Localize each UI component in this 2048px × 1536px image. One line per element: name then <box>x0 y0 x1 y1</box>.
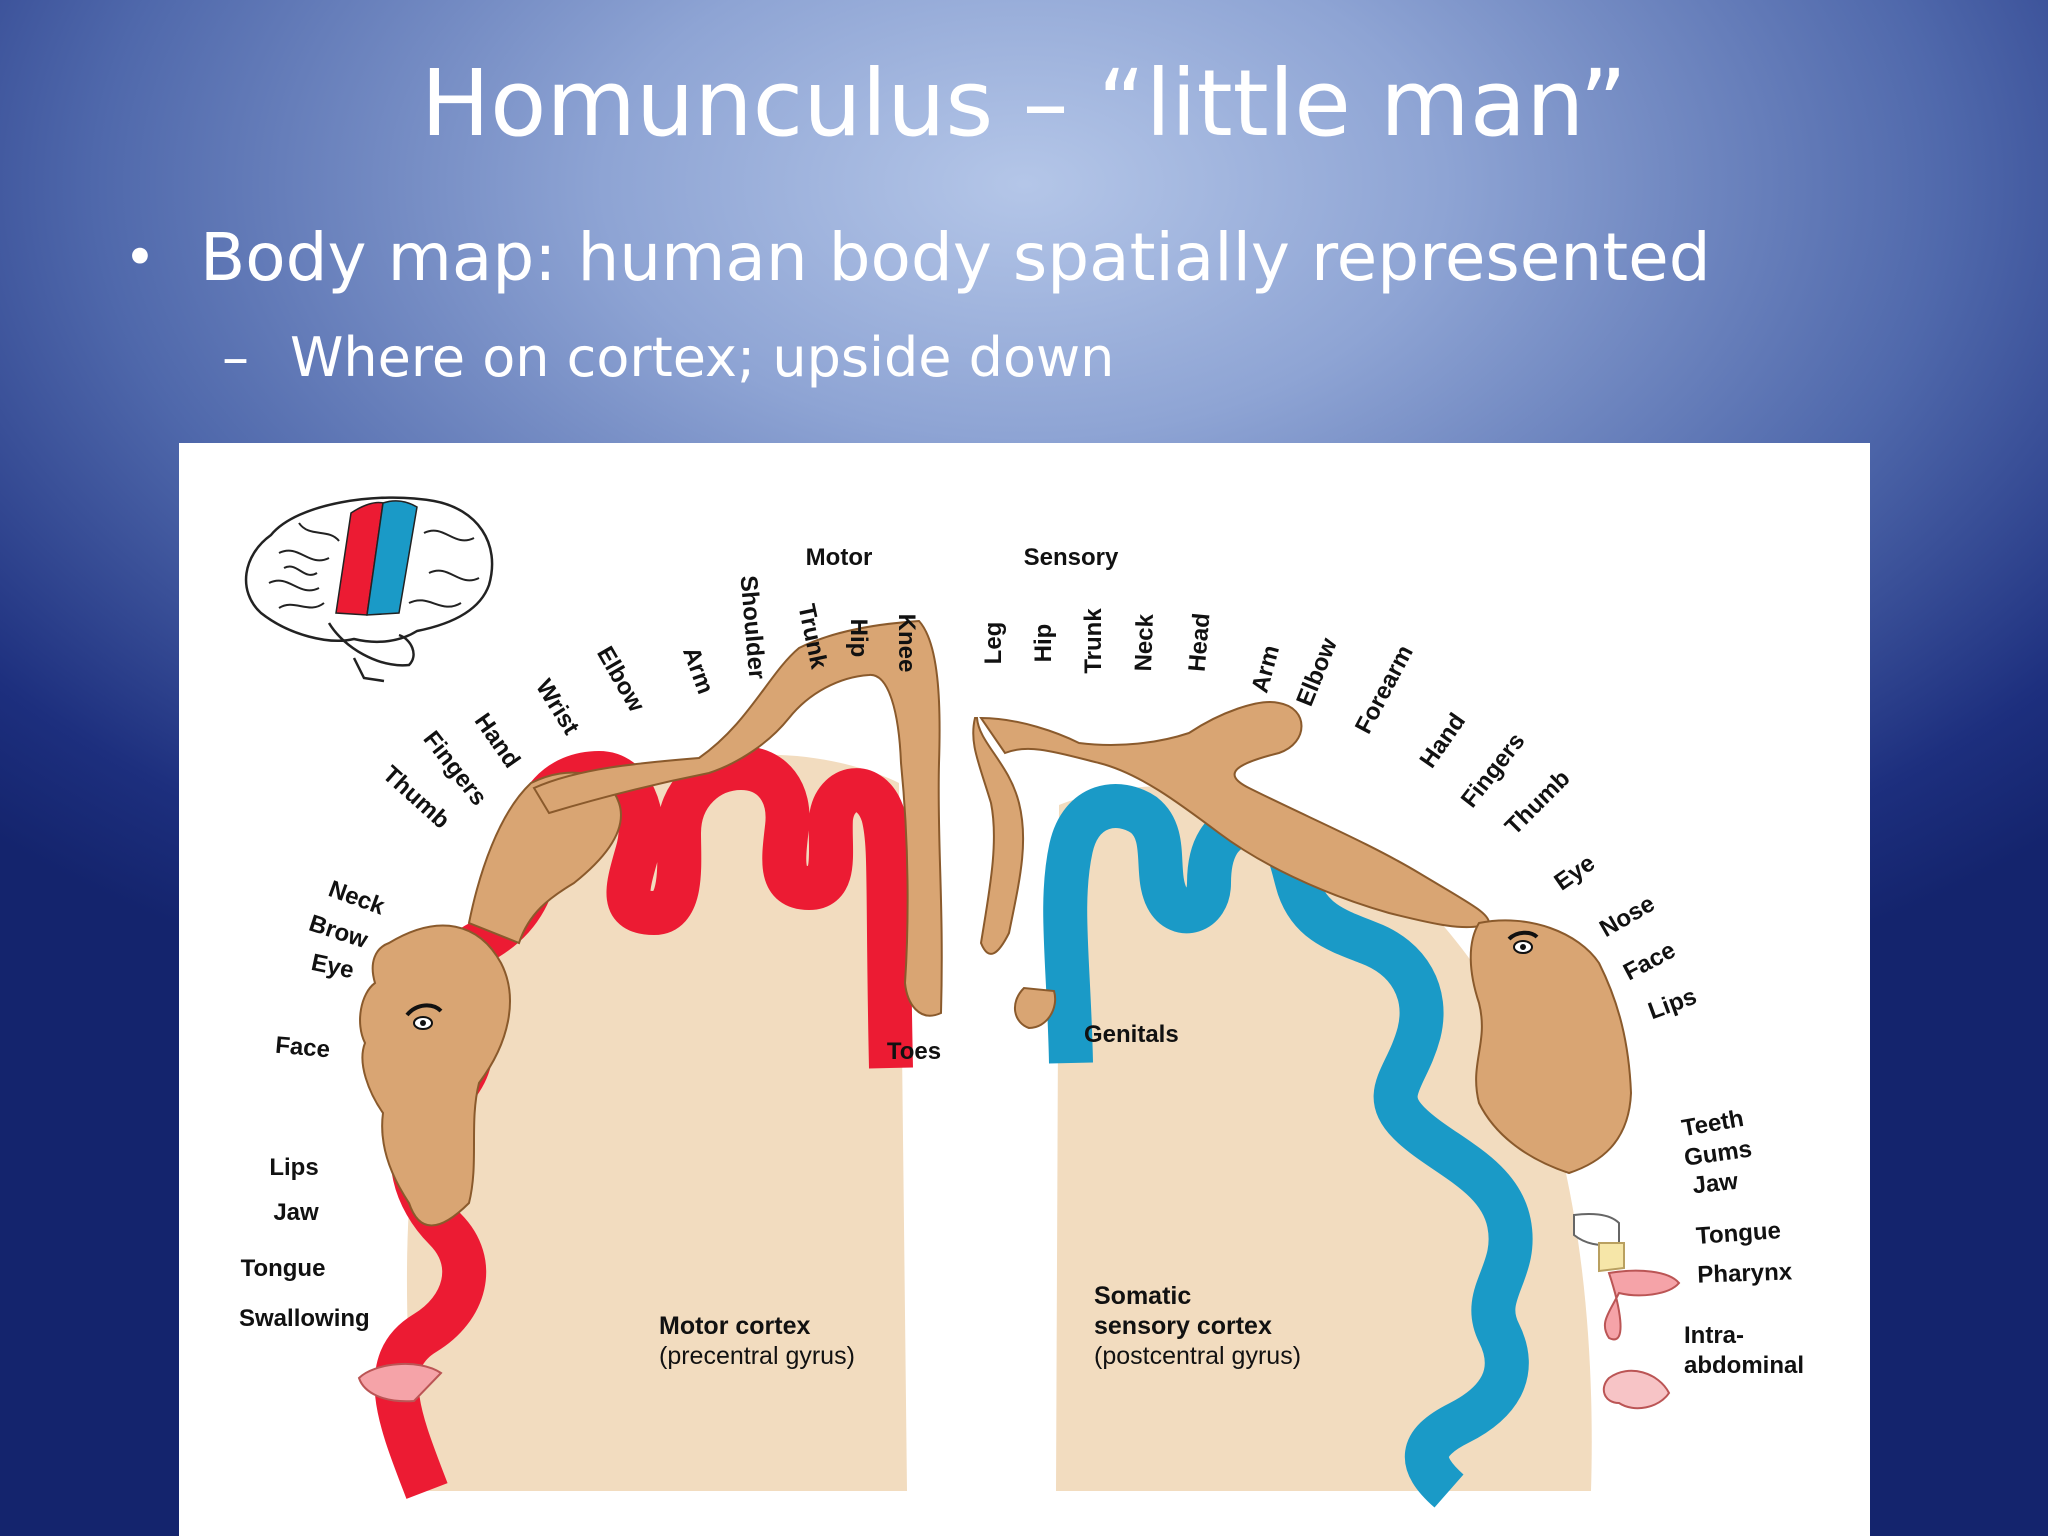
sensory-label-arm: Arm <box>1247 642 1286 695</box>
motor-label-elbow: Elbow <box>591 642 650 717</box>
bullet-1: • Body map: human body spatially represen… <box>124 216 1711 300</box>
sensory-label-forearm: Forearm <box>1350 641 1419 738</box>
sensory-caption-line2: sensory cortex <box>1094 1312 1272 1340</box>
motor-label-jaw: Jaw <box>273 1199 319 1226</box>
sensory-cortex-tissue <box>1056 785 1592 1491</box>
sensory-label-thumb: Thumb <box>1500 765 1576 841</box>
sensory-label-head: Head <box>1184 612 1216 673</box>
slide-title: Homunculus – “little man” <box>420 50 1628 157</box>
sensory-heading: Sensory <box>1024 544 1119 571</box>
sensory-label-leg: Leg <box>980 622 1007 665</box>
bullet-1-text: Body map: human body spatially represent… <box>200 219 1711 296</box>
sensory-label-trunk: Trunk <box>1080 608 1107 674</box>
motor-caption-subtitle: (precentral gyrus) <box>659 1342 855 1370</box>
sensory-gyrus-ribbon <box>1043 784 1533 1508</box>
homunculus-figure: Motor Sensory Toes Knee Hip Trunk Should… <box>179 443 1870 1536</box>
sensory-label-pharynx: Pharynx <box>1697 1258 1793 1288</box>
motor-heading: Motor <box>806 544 873 571</box>
sensory-label-tongue: Tongue <box>1695 1217 1782 1250</box>
motor-label-shoulder: Shoulder <box>734 574 770 680</box>
motor-caption-title: Motor cortex <box>659 1312 811 1340</box>
brain-icon <box>244 496 494 683</box>
motor-label-brow: Brow <box>306 910 372 954</box>
sensory-label-intra: Intra- <box>1684 1322 1744 1349</box>
motor-face-eye <box>405 1003 443 1030</box>
sensory-label-face: Face <box>1619 937 1680 987</box>
motor-label-hand: Hand <box>469 708 526 773</box>
motor-label-eye: Eye <box>309 949 356 984</box>
motor-label-lips: Lips <box>269 1154 318 1181</box>
motor-label-hip: Hip <box>845 619 872 658</box>
sensory-face-eye <box>1507 930 1539 954</box>
sensory-homunculus <box>972 701 1681 1410</box>
motor-label-wrist: Wrist <box>530 675 584 740</box>
motor-cortex-tissue <box>406 754 907 1491</box>
bullet-dot-icon: • <box>124 226 156 289</box>
sensory-label-neck: Neck <box>1130 613 1159 672</box>
motor-label-toes: Toes <box>887 1038 941 1065</box>
sensory-caption-line3: (postcentral gyrus) <box>1094 1342 1301 1370</box>
motor-label-tongue: Tongue <box>241 1255 326 1282</box>
homunculus-diagram: Motor Sensory Toes Knee Hip Trunk Should… <box>239 496 1804 1508</box>
motor-label-swallowing: Swallowing <box>239 1305 370 1332</box>
motor-label-face: Face <box>274 1032 331 1064</box>
sensory-label-abdominal: abdominal <box>1684 1352 1804 1379</box>
motor-homunculus <box>357 619 943 1403</box>
motor-label-neck: Neck <box>325 875 389 920</box>
sensory-label-hand: Hand <box>1415 708 1472 773</box>
sensory-label-gums: Gums <box>1682 1135 1753 1171</box>
sensory-label-eye: Eye <box>1549 850 1599 897</box>
sensory-label-fingers: Fingers <box>1456 728 1531 813</box>
sensory-label-hip: Hip <box>1030 624 1057 663</box>
motor-label-knee: Knee <box>893 614 920 673</box>
motor-label-arm: Arm <box>677 643 719 697</box>
sensory-label-elbow: Elbow <box>1291 634 1343 710</box>
bullet-2-text: Where on cortex; upside down <box>290 326 1115 389</box>
sensory-label-nose: Nose <box>1595 890 1659 943</box>
sensory-caption-line1: Somatic <box>1094 1282 1191 1310</box>
bullet-2: –Where on cortex; upside down <box>222 322 1114 394</box>
bullet-dash-icon: – <box>222 326 249 389</box>
sensory-label-lips: Lips <box>1645 983 1701 1025</box>
sensory-label-jaw: Jaw <box>1691 1168 1739 1200</box>
sensory-label-genitals: Genitals <box>1084 1021 1179 1048</box>
